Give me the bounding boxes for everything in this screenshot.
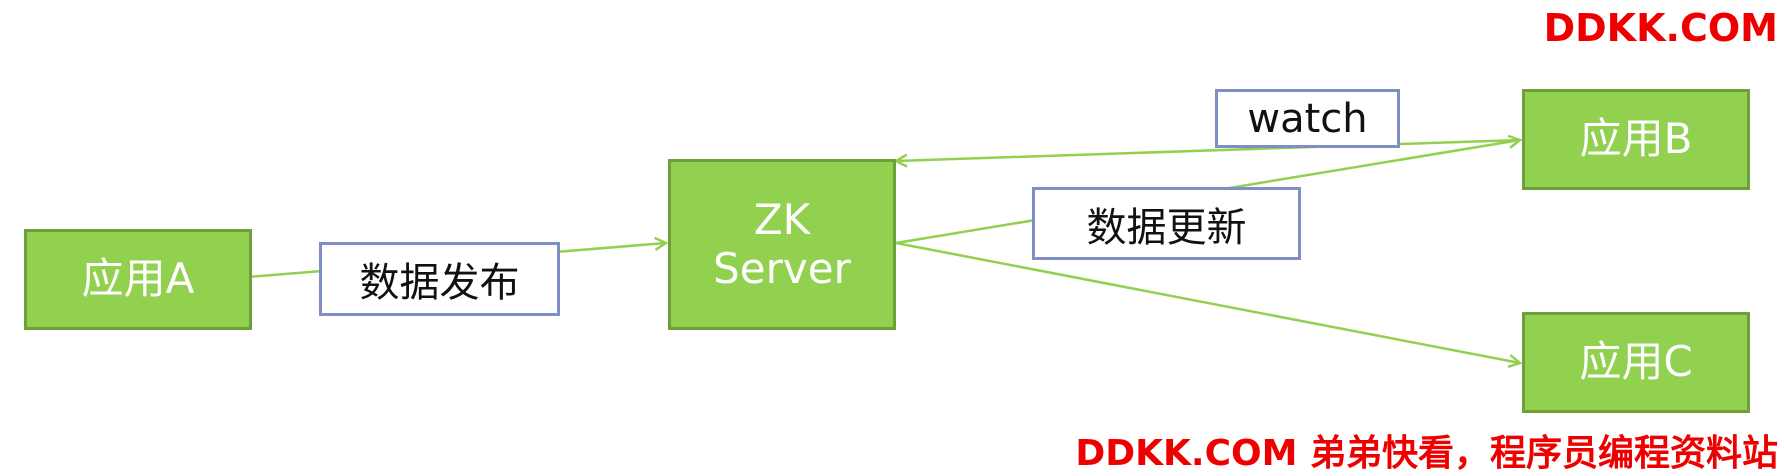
arrow-update-c bbox=[895, 241, 1520, 363]
edge-label-update: 数据更新 bbox=[1032, 187, 1301, 260]
node-app-b: 应用B bbox=[1522, 89, 1750, 190]
arrow-watch bbox=[896, 138, 1521, 161]
node-app-a: 应用A bbox=[24, 229, 252, 330]
node-app-c: 应用C bbox=[1522, 312, 1750, 413]
node-zk-server-label-line1: ZK bbox=[753, 195, 811, 245]
edge-label-watch: watch bbox=[1215, 89, 1400, 148]
edge-label-watch-text: watch bbox=[1247, 95, 1368, 142]
node-app-a-label: 应用A bbox=[81, 254, 195, 304]
watermark-top-right: DDKK.COM bbox=[1543, 6, 1778, 50]
node-app-b-label: 应用B bbox=[1579, 114, 1693, 164]
watermark-bottom: DDKK.COM 弟弟快看，程序员编程资料站 bbox=[1075, 433, 1778, 474]
node-zk-server: ZK Server bbox=[668, 159, 896, 330]
edge-label-update-text: 数据更新 bbox=[1086, 204, 1247, 251]
node-app-c-label: 应用C bbox=[1579, 337, 1693, 387]
edge-label-publish: 数据发布 bbox=[319, 242, 560, 316]
node-zk-server-label-line2: Server bbox=[713, 243, 851, 293]
edge-label-publish-text: 数据发布 bbox=[359, 260, 520, 306]
